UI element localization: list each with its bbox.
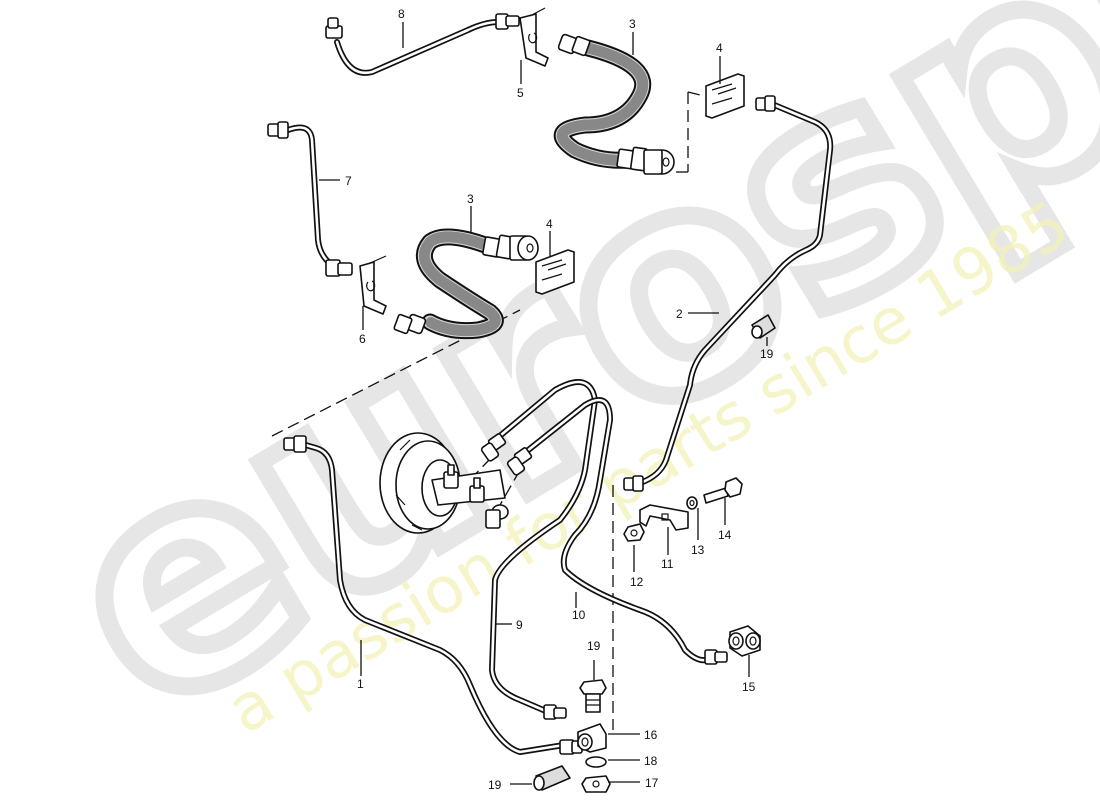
callout-4-lower: 4 (546, 217, 553, 231)
callout-7: 8 (398, 7, 405, 21)
callout-2: 2 (676, 307, 683, 321)
master-cylinder[interactable] (379, 432, 509, 534)
brake-line-1[interactable] (283, 435, 583, 755)
callout-19-lower: 19 (488, 778, 502, 792)
bolt-18[interactable] (579, 679, 607, 713)
bracket-5-top[interactable] (519, 7, 549, 67)
clip-4-lower[interactable] (535, 249, 575, 295)
callout-16: 17 (645, 776, 659, 790)
leader-lines (319, 22, 768, 785)
callout-labels: 8 3 5 4 7 3 4 6 2 19 1 9 10 11 12 13 14 … (345, 7, 774, 792)
brake-line-7[interactable] (325, 13, 520, 76)
distributor-15[interactable] (577, 723, 607, 753)
callout-12: 13 (691, 543, 705, 557)
elbow-connector-14[interactable] (728, 625, 761, 657)
brake-hose-3-top[interactable] (553, 33, 675, 175)
callout-10: 11 (661, 557, 674, 571)
callout-11: 12 (630, 575, 644, 589)
callout-3-top: 3 (629, 17, 636, 31)
bolt-13[interactable] (703, 477, 743, 504)
callout-4-top: 4 (716, 41, 723, 55)
washer-17[interactable] (585, 756, 607, 768)
nut-16[interactable] (581, 775, 611, 793)
callout-19-right: 19 (760, 347, 774, 361)
holder-10[interactable] (639, 504, 689, 531)
callout-17: 18 (644, 754, 658, 768)
brake-hose-3-lower[interactable] (393, 228, 539, 340)
callout-18: 19 (587, 639, 601, 653)
nut-11[interactable] (623, 523, 645, 542)
brake-line-9[interactable] (506, 397, 728, 665)
callout-1: 1 (357, 677, 364, 691)
callout-13: 14 (718, 528, 732, 542)
callout-14: 15 (742, 680, 756, 694)
callout-15: 16 (644, 728, 658, 742)
callout-5-lower: 6 (359, 332, 366, 346)
washer-12[interactable] (686, 496, 698, 510)
sleeve-19-lower[interactable] (533, 765, 571, 791)
callout-9: 10 (572, 608, 586, 622)
brake-line-6[interactable] (267, 121, 353, 277)
brake-line-2[interactable] (623, 95, 834, 492)
callout-3-lower: 3 (467, 192, 474, 206)
callout-6: 7 (345, 174, 352, 188)
callout-5-top: 5 (517, 86, 524, 100)
clip-4-top[interactable] (705, 73, 745, 119)
sleeve-19-right[interactable] (751, 314, 776, 339)
brake-line-8[interactable] (480, 379, 598, 720)
callout-8: 9 (516, 618, 523, 632)
bracket-5-lower[interactable] (359, 255, 387, 315)
